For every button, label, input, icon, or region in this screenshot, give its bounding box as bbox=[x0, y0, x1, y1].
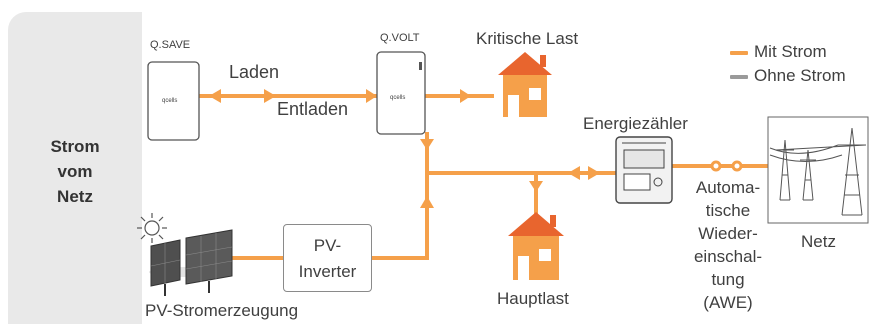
awe-switch bbox=[710, 160, 743, 172]
arrow-down-qvolt bbox=[420, 139, 434, 150]
legend-label-without-power: Ohne Strom bbox=[754, 66, 846, 85]
meter-label: Energiezähler bbox=[583, 114, 688, 133]
flow-arrows bbox=[209, 89, 600, 208]
pv-inverter-line-1: PV- bbox=[313, 236, 342, 255]
qsave-logo: qcells bbox=[162, 98, 178, 104]
pv-inverter-box: PV- Inverter bbox=[283, 224, 372, 292]
arrow-to-qvolt bbox=[366, 89, 377, 103]
qvolt-logo: qcells bbox=[390, 95, 406, 101]
qvolt-label: Q.VOLT bbox=[380, 32, 420, 44]
arrow-up-inverter bbox=[420, 196, 434, 208]
grid-pylons-icon bbox=[767, 116, 869, 224]
arrow-to-critical bbox=[460, 89, 471, 103]
section-label: Strom vom Netz bbox=[8, 134, 142, 209]
charge-label: Laden bbox=[229, 62, 280, 82]
awe-line-1: Automa- bbox=[695, 178, 761, 197]
section-label-line-1: Strom bbox=[50, 137, 100, 156]
pv-generation-label: PV-Stromerzeugung bbox=[145, 301, 299, 320]
legend-item-with-power: Mit Strom bbox=[724, 40, 864, 64]
awe-line-6: (AWE) bbox=[703, 293, 753, 312]
pv-inverter-line-2: Inverter bbox=[298, 262, 357, 281]
awe-line-2: tische bbox=[705, 201, 751, 220]
main-load-label: Hauptlast bbox=[497, 289, 569, 308]
qsave-label: Q.SAVE bbox=[150, 39, 191, 51]
arrow-bidir-left bbox=[568, 166, 580, 180]
discharge-label: Entladen bbox=[277, 99, 349, 119]
arrow-bidir-right bbox=[588, 166, 600, 180]
critical-load-house-icon bbox=[498, 52, 552, 117]
awe-label: Automa- tische Wieder- einschal- tung (A… bbox=[680, 176, 776, 314]
qvolt-device bbox=[376, 51, 426, 135]
main-load-house-icon bbox=[508, 212, 564, 280]
side-panel bbox=[8, 12, 142, 324]
awe-line-4: einschal- bbox=[693, 247, 763, 266]
legend-swatch-with-power bbox=[730, 51, 748, 55]
arrow-down-main bbox=[529, 181, 543, 192]
legend-item-without-power: Ohne Strom bbox=[724, 64, 864, 88]
power-lines bbox=[197, 94, 770, 260]
sun-icon bbox=[137, 213, 167, 243]
awe-line-5: tung bbox=[711, 270, 745, 289]
qsave-device bbox=[147, 61, 200, 141]
critical-load-label: Kritische Last bbox=[476, 29, 579, 48]
section-label-line-2: vom bbox=[57, 162, 93, 181]
legend: Mit Strom Ohne Strom bbox=[724, 40, 864, 88]
arrow-charge bbox=[209, 89, 221, 103]
energy-meter-icon bbox=[615, 136, 673, 204]
legend-swatch-without-power bbox=[730, 75, 748, 79]
legend-label-with-power: Mit Strom bbox=[754, 42, 827, 61]
section-label-line-3: Netz bbox=[57, 187, 93, 206]
grid-label: Netz bbox=[801, 232, 836, 251]
arrow-discharge bbox=[264, 89, 276, 103]
solar-panel-icon bbox=[149, 229, 233, 296]
awe-line-3: Wieder- bbox=[698, 224, 758, 243]
